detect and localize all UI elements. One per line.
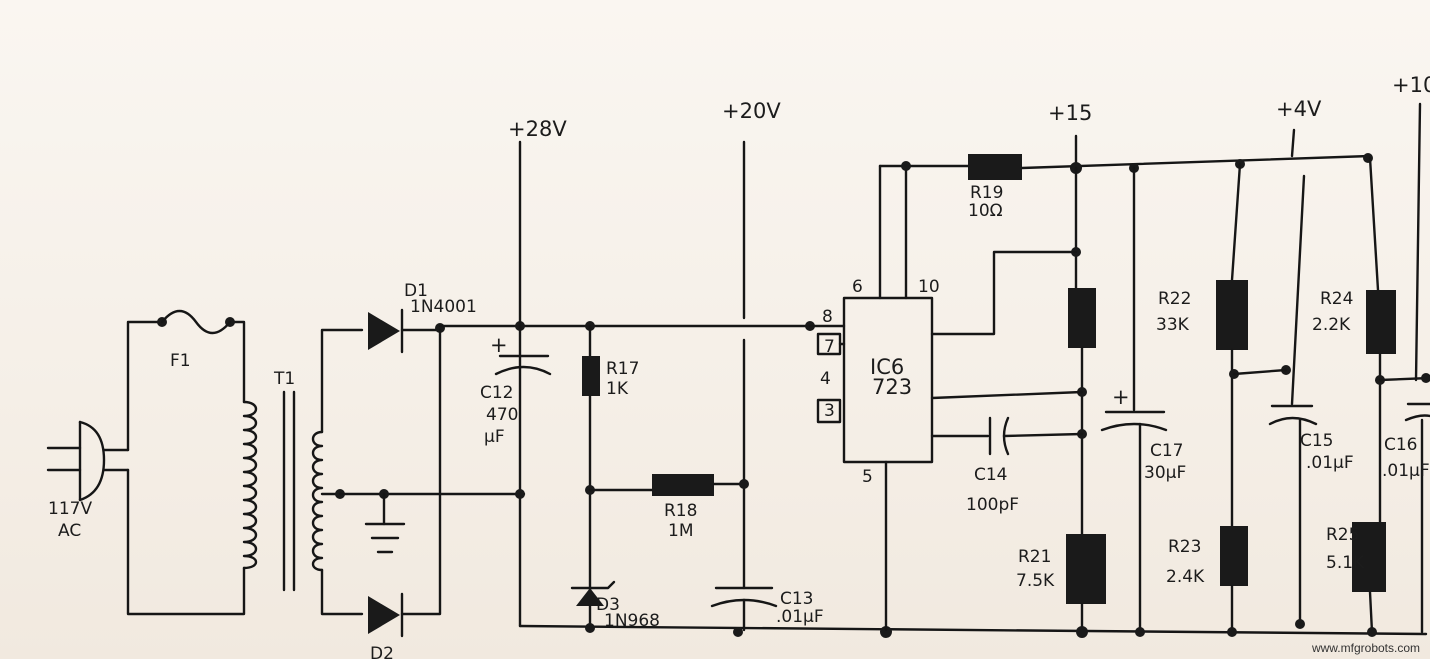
r18-value-label: 1M [668, 521, 693, 541]
r17-ref-label: R17 [606, 359, 639, 379]
d3-ref-label: D3 [596, 595, 620, 615]
resistor-r23 [1220, 526, 1248, 586]
capacitor-c17 [1100, 410, 1168, 634]
ic-pin-6: 6 [852, 277, 863, 297]
c12-plus-sign: + [490, 333, 508, 357]
d1-ref-label: D1 [404, 281, 428, 301]
transformer-primary-coil [242, 400, 258, 570]
capacitor-c13 [710, 586, 778, 632]
r23-value-label: 2.4K [1166, 567, 1205, 587]
resistor-r24 [1366, 290, 1396, 354]
resistor-r18 [652, 474, 714, 496]
ic-pin-7: 7 [824, 337, 835, 357]
c12-unit-label: µF [484, 427, 505, 447]
ic-ref-label: IC6 [870, 355, 904, 379]
c17-value-label: 30µF [1144, 463, 1186, 483]
c13-value-label: .01µF [776, 607, 824, 627]
r17-value-label: 1K [606, 379, 629, 399]
ic-pin-3-box [816, 398, 842, 424]
rail-10v-label: +10V [1392, 73, 1430, 97]
resistor-r20 [1068, 288, 1096, 348]
resistor-r17 [582, 356, 600, 396]
rail-15-label: +15 [1048, 101, 1092, 125]
d1-value-label: 1N4001 [410, 297, 477, 317]
c17-ref-label: C17 [1150, 441, 1184, 461]
r24-ref-label: R24 [1320, 289, 1353, 309]
capacitor-c14 [930, 416, 1084, 456]
r23-ref-label: R23 [1168, 537, 1201, 557]
capacitor-c15 [1268, 404, 1318, 626]
c17-plus-sign: + [1112, 385, 1130, 409]
r19-ref-label: R19 [970, 183, 1003, 203]
ic-pin-3: 3 [824, 401, 835, 421]
rail-20v-label: +20V [722, 99, 781, 123]
ic-pin-8: 8 [822, 307, 833, 327]
r19-value-label: 10Ω [968, 201, 1003, 221]
transformer-secondary-coil [311, 430, 324, 572]
c16-ref-label: C16 [1384, 435, 1418, 455]
diode-d1 [368, 308, 404, 354]
resistor-r22 [1216, 280, 1248, 350]
capacitor-c12 [494, 354, 552, 376]
c12-ref-label: C12 [480, 383, 514, 403]
r22-value-label: 33K [1156, 315, 1190, 335]
watermark: www.mfgrobots.com [1311, 641, 1420, 655]
r25-ref-label: R25 [1326, 525, 1359, 545]
c15-ref-label: C15 [1300, 431, 1334, 451]
mains-voltage-label: 117V [48, 499, 92, 519]
c16-value-label: .01µF [1382, 461, 1430, 481]
r22-ref-label: R22 [1158, 289, 1191, 309]
rail-28v-label: +28V [508, 117, 567, 141]
fuse-label: F1 [170, 351, 191, 371]
ic6-regulator [842, 296, 934, 464]
diode-d2 [368, 592, 404, 638]
transformer-label: T1 [273, 369, 295, 389]
ic-pin-4: 4 [820, 369, 831, 389]
rail-4v-label: +4V [1276, 97, 1322, 121]
capacitor-c16 [1404, 402, 1430, 634]
c14-value-label: 100pF [966, 495, 1019, 515]
ic-pin-10: 10 [918, 277, 940, 297]
ic-pin-5: 5 [862, 467, 873, 487]
c12-value-label: 470 [486, 405, 518, 425]
ac-plug [46, 420, 130, 502]
resistor-r19 [968, 154, 1022, 180]
mains-type-label: AC [58, 521, 81, 541]
r21-value-label: 7.5K [1016, 571, 1055, 591]
fuse-f1 [157, 309, 235, 335]
r21-ref-label: R21 [1018, 547, 1051, 567]
c14-ref-label: C14 [974, 465, 1008, 485]
c13-ref-label: C13 [780, 589, 814, 609]
resistor-r21 [1066, 534, 1106, 604]
c15-value-label: .01µF [1306, 453, 1354, 473]
r24-value-label: 2.2K [1312, 315, 1351, 335]
d2-ref-label: D2 [370, 644, 394, 659]
ground-symbol [364, 492, 406, 554]
ic-part-label: 723 [872, 375, 912, 399]
r18-ref-label: R18 [664, 501, 697, 521]
resistor-r25 [1352, 522, 1386, 592]
r25-value-label: 5.1K [1326, 553, 1365, 573]
